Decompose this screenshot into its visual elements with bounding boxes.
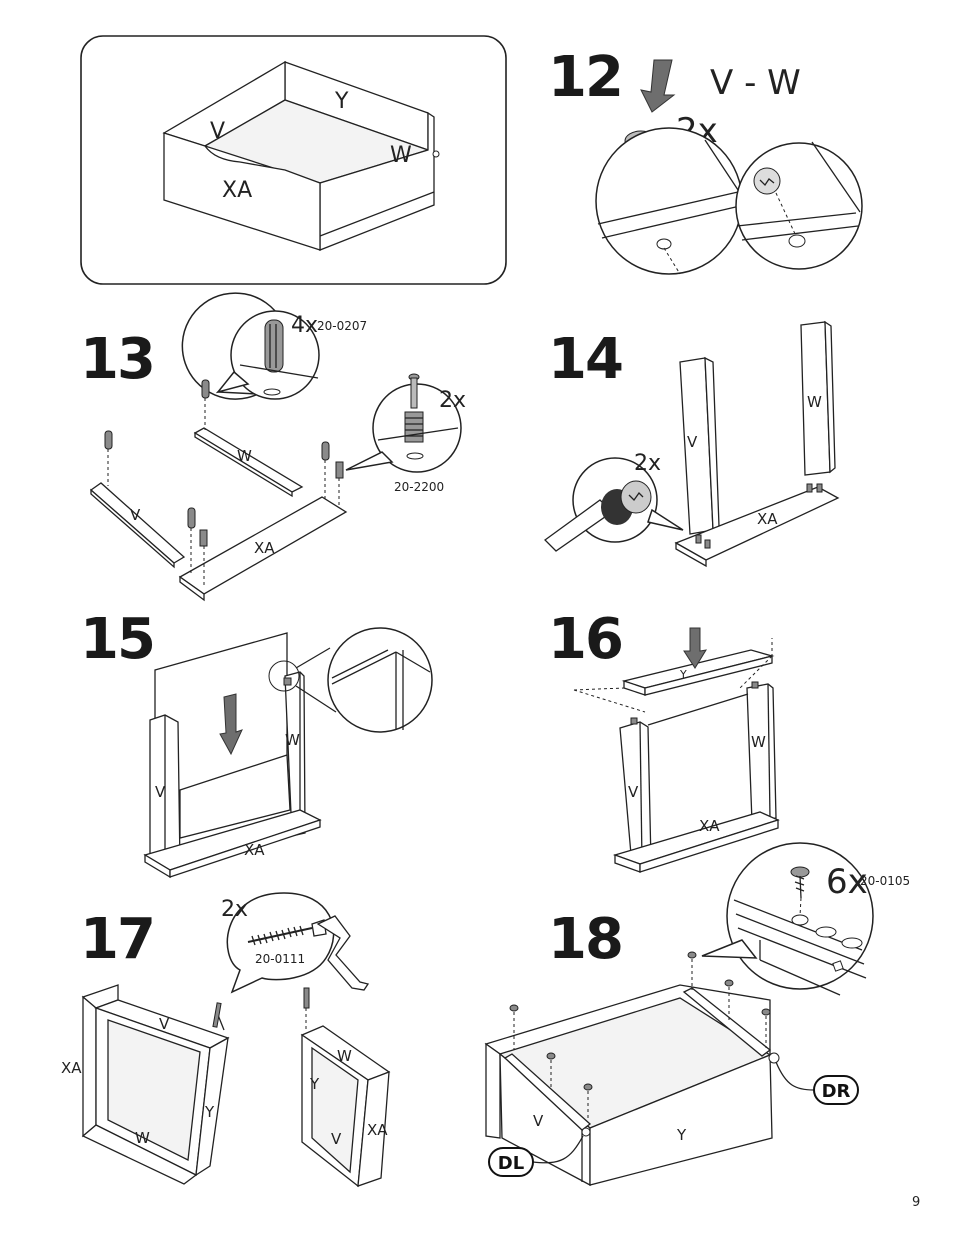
step-13-number: 13 xyxy=(80,327,154,392)
step-16-label-xa: XA xyxy=(699,817,720,835)
step-14-cams xyxy=(695,483,823,549)
step-15-label-xa: XA xyxy=(244,841,265,859)
step-18-label-y: Y xyxy=(676,1126,687,1144)
step-13-bolt-part-number: 20-2200 xyxy=(394,480,444,494)
step-13-label-xa: XA xyxy=(254,539,275,557)
step-13-boards xyxy=(89,427,348,602)
rail-badge-dr-label: DR xyxy=(822,1081,851,1102)
step-14-label-xa: XA xyxy=(757,510,778,528)
step-13: 13 4x 20-0207 2x 20-2200 xyxy=(80,292,466,602)
page-number: 9 xyxy=(912,1195,920,1210)
step-15-label-w: W xyxy=(285,731,300,749)
screwdriver-detail xyxy=(544,457,684,552)
step-16-assembly xyxy=(573,638,780,873)
overview-label-v: V xyxy=(210,119,225,144)
step-15-label-v: V xyxy=(155,783,166,801)
step-18-label-v: V xyxy=(533,1112,544,1130)
step-14-label-w: W xyxy=(807,393,822,411)
step-16-label-w: W xyxy=(751,733,766,751)
step-16: 16 Y V W XA xyxy=(548,607,780,873)
allen-key-icon xyxy=(316,915,370,991)
step-14-qty: 2x xyxy=(634,451,661,476)
step-17: 17 2x 20-0111 V XA Y W xyxy=(61,892,391,1188)
step-17-label-y: Y xyxy=(204,1103,215,1121)
step-15-groove-detail xyxy=(268,627,433,733)
step-13-dowel-detail xyxy=(181,292,320,400)
step-16-label-y: Y xyxy=(679,668,687,681)
step-17-label-w: W xyxy=(135,1129,150,1147)
overview-label-w: W xyxy=(390,143,412,168)
rail-badge-dl-label: DL xyxy=(498,1153,524,1174)
step-18-drawer xyxy=(484,984,780,1187)
step-17-qty: 2x xyxy=(221,897,248,922)
step-14-label-v: V xyxy=(687,433,698,451)
overview-label-xa: XA xyxy=(222,178,252,203)
step-18-part-number: 20-0105 xyxy=(860,874,910,888)
step-13-dowel-qty: 4x xyxy=(291,313,318,338)
step-17-label-v: V xyxy=(159,1015,170,1033)
step-14: 14 2x V W XA xyxy=(544,320,840,568)
step-18-screw-detail xyxy=(701,842,874,996)
step-13-bolt-qty: 2x xyxy=(439,388,466,413)
step-18-screws xyxy=(509,951,771,1118)
step-17-box-left xyxy=(81,984,230,1185)
overview-label-y: Y xyxy=(334,89,349,114)
down-arrow-icon xyxy=(219,693,243,756)
step-17-label-xa: XA xyxy=(61,1059,82,1077)
step-13-dowels xyxy=(104,379,344,588)
step-17-box-right xyxy=(300,987,391,1188)
overview-frame: Y V W XA xyxy=(80,35,507,285)
step-18: 18 6x 20-0105 xyxy=(484,842,910,1187)
step-12-detail-left xyxy=(595,127,743,275)
down-arrow-icon xyxy=(640,59,676,113)
step-13-dowel-part-number: 20-0207 xyxy=(317,319,367,333)
step-17-part-number: 20-0111 xyxy=(255,952,305,966)
down-arrow-icon xyxy=(683,627,707,669)
step-12: 12 V - W 2x 20-0204 xyxy=(548,45,863,275)
step-15-number: 15 xyxy=(80,607,154,672)
step-16-label-v: V xyxy=(628,783,639,801)
step-17-screw-detail xyxy=(226,892,335,994)
step-17-label-xa2: XA xyxy=(367,1121,388,1139)
rail-badge-dl: DL xyxy=(488,1135,584,1177)
screw-icon xyxy=(790,866,810,899)
step-12-detail-right xyxy=(735,141,863,270)
step-17-number: 17 xyxy=(80,907,154,972)
step-13-bolt-detail xyxy=(345,373,462,473)
step-16-number: 16 xyxy=(548,607,622,672)
step-17-label-y2: Y xyxy=(309,1075,320,1093)
step-13-label-v: V xyxy=(130,506,141,524)
step-14-number: 14 xyxy=(548,327,622,392)
step-14-boards xyxy=(674,320,840,568)
step-13-label-w: W xyxy=(237,447,252,465)
step-12-title: V - W xyxy=(710,63,801,103)
step-12-number: 12 xyxy=(548,45,622,110)
step-17-label-v2: V xyxy=(331,1130,342,1148)
step-15: 15 V W XA xyxy=(80,607,433,879)
finished-drawer-illustration xyxy=(162,60,440,251)
step-18-number: 18 xyxy=(548,907,622,972)
step-18-qty: 6x xyxy=(826,862,868,902)
step-17-label-w2: W xyxy=(337,1047,352,1065)
rail-badge-dr: DR xyxy=(775,1061,859,1105)
step-15-assembly xyxy=(143,632,322,879)
